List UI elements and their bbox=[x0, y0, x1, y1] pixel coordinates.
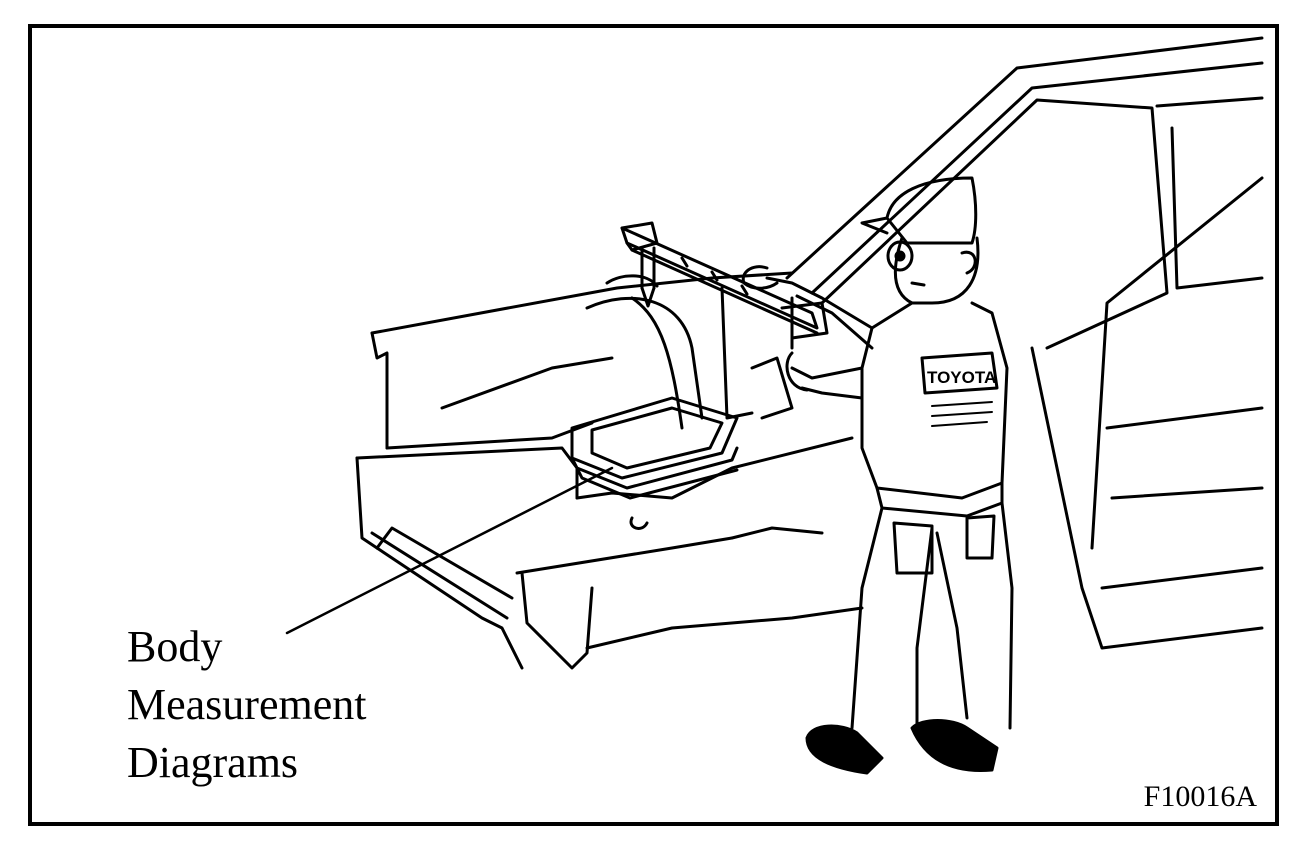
body-measurement-diagrams-label: Body Measurement Diagrams bbox=[127, 618, 366, 792]
measurement-diagram-booklet bbox=[570, 396, 739, 500]
label-line-1: Body bbox=[127, 622, 223, 671]
technician-measuring-car-body-illustration: TOYOTA bbox=[285, 36, 1264, 775]
label-line-3: Diagrams bbox=[127, 738, 299, 787]
callout-leader-line bbox=[285, 466, 614, 635]
car-body-frame-rail bbox=[355, 436, 864, 670]
tram-gauge-tool bbox=[620, 221, 829, 350]
figure-id: F10016A bbox=[1143, 780, 1257, 813]
illustration-frame: TOYOTA Body Measure bbox=[28, 24, 1279, 826]
label-line-2: Measurement bbox=[127, 680, 367, 729]
technician-figure: TOYOTA bbox=[741, 176, 1014, 775]
car-body-cabin bbox=[785, 36, 1264, 650]
toyota-badge-text: TOYOTA bbox=[927, 368, 996, 387]
car-body-apron bbox=[370, 271, 794, 450]
